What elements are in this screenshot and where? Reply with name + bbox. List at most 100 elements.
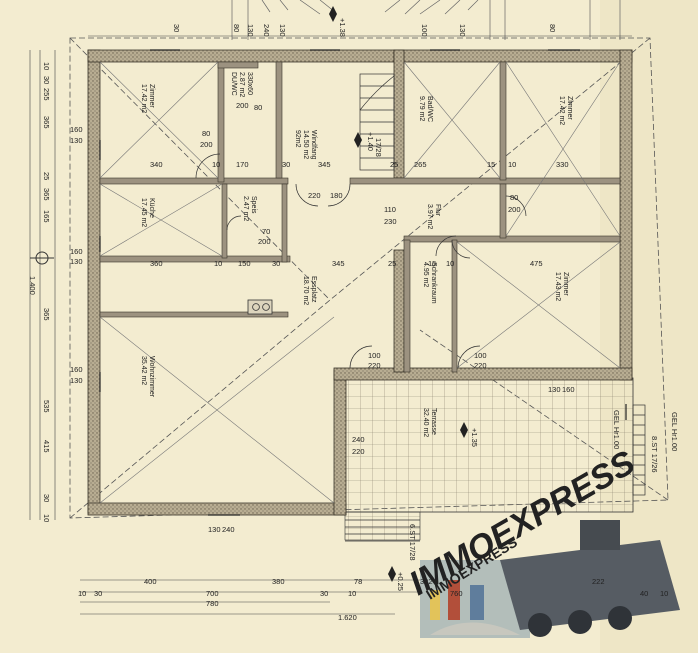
- room-windfang-extra: 92m2: [294, 130, 301, 148]
- room-zimmer-ne-name: Zimmer: [566, 96, 573, 120]
- opening-door-80-flur: 80: [510, 193, 518, 202]
- dim-top-2: 130: [246, 24, 255, 37]
- dim-left-4: 25: [42, 172, 51, 180]
- room-du-wc-extra: 330x60: [246, 72, 253, 95]
- room-kueche-area: 17.45 m2: [140, 198, 147, 227]
- room-essplatz-area: 18.70 m2: [302, 276, 309, 305]
- level-entrance: +1.40: [366, 132, 375, 151]
- level-top: +1.38: [338, 18, 347, 37]
- opening-w160-left-6: 130: [70, 376, 83, 385]
- room-terrasse-name: Terrasse: [430, 408, 437, 435]
- dim-top-3: 240: [262, 24, 271, 37]
- dim-top-1: 80: [232, 24, 241, 32]
- dim-left-0: 10: [42, 62, 51, 70]
- room-windfang-area: 14.50 m2: [302, 130, 309, 159]
- opening-terrace-240: 240: [352, 435, 365, 444]
- dim-left-8: 365: [42, 308, 51, 321]
- opening-door-70: 70: [262, 227, 270, 236]
- opening-door-220: 220: [308, 191, 321, 200]
- level-bottom: +0.25: [396, 572, 405, 591]
- windows: [99, 49, 627, 516]
- opening-door-110: 110: [384, 205, 396, 214]
- dim-h1-8: 10: [508, 160, 516, 169]
- dim-bottom-total: 1.620: [338, 613, 357, 622]
- dim-top-7: 80: [548, 24, 557, 32]
- dim-b2-1: 30: [94, 589, 102, 598]
- dim-h1-0: 340: [150, 160, 163, 169]
- dim-left-6: 165: [42, 210, 51, 223]
- outer-walls: [87, 49, 633, 516]
- dim-left-7: 1.400: [28, 276, 37, 295]
- opening-door-80: 80: [202, 129, 210, 138]
- room-zimmer-e-name: Zimmer: [562, 272, 569, 296]
- dim-h2-8: 475: [530, 259, 543, 268]
- roof-outline: [69, 37, 669, 519]
- stair-main-label: 17/28: [374, 138, 383, 157]
- dimension-lines: [29, 35, 632, 615]
- room-wohnzimmer-area: 35.42 m2: [140, 356, 147, 385]
- room-speis-name: Speis: [250, 196, 257, 214]
- opening-wohn-130: 130: [208, 525, 221, 534]
- level-gel-main: GEL Hr1.00: [670, 412, 679, 451]
- opening-door-220-b: 220: [368, 361, 381, 370]
- dim-h1-6: 265: [414, 160, 427, 169]
- opening-w160-left-1: 160: [70, 125, 83, 134]
- chimney: [247, 299, 273, 315]
- opening-door-180: 180: [330, 191, 343, 200]
- dim-left-1: 30: [42, 76, 51, 84]
- opening-door-100: 100: [368, 351, 381, 360]
- dim-h1-5: 25: [390, 160, 398, 169]
- dim-h2-1: 10: [214, 259, 222, 268]
- opening-door-200-speis: 200: [258, 237, 271, 246]
- dim-left-11: 30: [42, 494, 51, 502]
- dim-b2-2: 700: [206, 589, 219, 598]
- opening-dcorner-80: 80: [254, 103, 262, 112]
- dim-top-4: 130: [278, 24, 287, 37]
- opening-labels: 160 130 160 130 160 130 80 200 200 80 22…: [70, 101, 575, 534]
- opening-door-100-b: 100: [474, 351, 487, 360]
- room-diagonals: [99, 61, 621, 504]
- room-kueche-name: Küche: [148, 198, 155, 218]
- dim-h1-4: 345: [318, 160, 331, 169]
- room-du-wc-area: 2.87 m2: [238, 72, 245, 97]
- dim-h1-9: 330: [556, 160, 569, 169]
- dim-h1-3: 30: [282, 160, 290, 169]
- dim-b1-0: 400: [144, 577, 157, 586]
- dim-left-2: 255: [42, 88, 51, 101]
- dim-b1-1: 380: [272, 577, 285, 586]
- dim-b2-5: 760: [450, 589, 463, 598]
- room-du-wc-name: DU/WC: [230, 72, 237, 96]
- room-zimmer-ne-area: 17.42 m2: [558, 96, 565, 125]
- room-essplatz-name: Essplatz: [310, 276, 317, 303]
- roof-fan-lines: [231, 0, 621, 40]
- dim-b2-6: 40: [640, 589, 648, 598]
- room-bad-wc-name: Bad/WC: [426, 96, 433, 122]
- dim-left-12: 10: [42, 514, 51, 522]
- room-zimmer-e-area: 17.43 m2: [554, 272, 561, 301]
- opening-door-200: 200: [200, 140, 213, 149]
- dim-h2-7: 10: [446, 259, 454, 268]
- opening-w160-left-3: 160: [70, 247, 83, 256]
- stair-main: [359, 73, 395, 171]
- level-terrace: +1.35: [470, 428, 479, 447]
- dim-h1-1: 10: [212, 160, 220, 169]
- dim-h2-6: 15: [428, 259, 436, 268]
- dim-b2-4: 10: [348, 589, 356, 598]
- dim-b3-0: 780: [206, 599, 219, 608]
- dim-h1-2: 170: [236, 160, 249, 169]
- opening-door-220-c: 220: [474, 361, 487, 370]
- opening-e-130: 130: [548, 385, 561, 394]
- dim-left-9: 535: [42, 400, 51, 413]
- dim-b2-3: 30: [320, 589, 328, 598]
- opening-wohn-240: 240: [222, 525, 235, 534]
- dim-left-5: 365: [42, 188, 51, 201]
- dim-h2-0: 360: [150, 259, 163, 268]
- dim-h2-4: 345: [332, 259, 345, 268]
- room-windfang-name: Windfang: [310, 130, 317, 160]
- opening-door-230: 230: [384, 217, 397, 226]
- interior-walls: [99, 61, 621, 373]
- dim-top-5: 100: [420, 24, 429, 37]
- room-speis-area: 2.47 m2: [242, 196, 249, 221]
- room-schrankraum-name: Schrankraum: [430, 262, 437, 304]
